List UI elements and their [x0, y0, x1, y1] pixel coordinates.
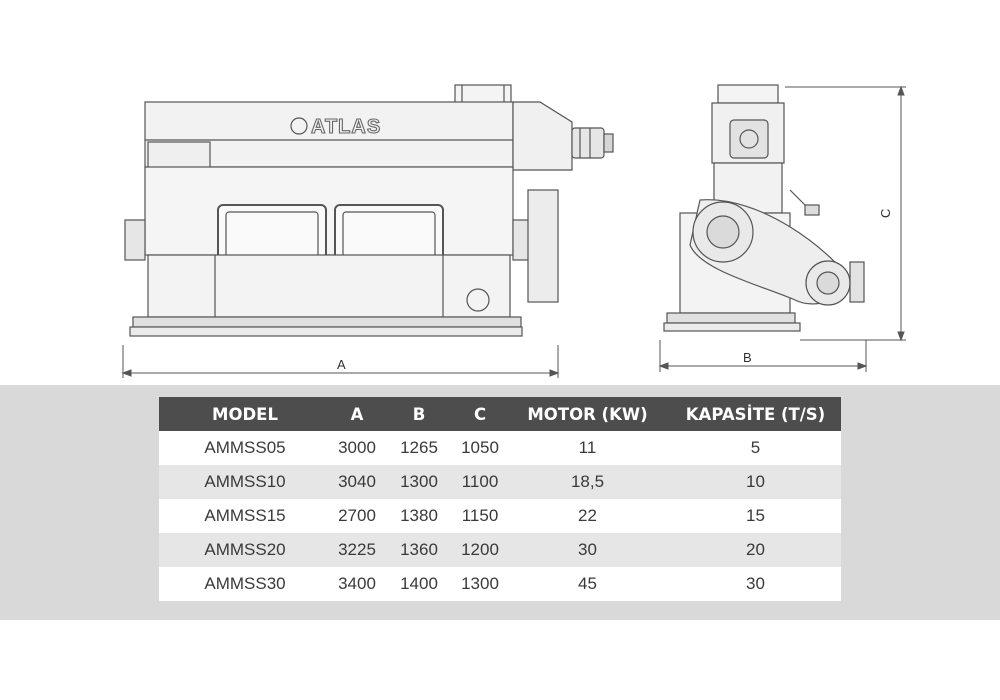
technical-drawing: ATLAS A B — [121, 84, 906, 378]
table-row: AMMSS15 2700 1380 1150 22 15 — [159, 499, 841, 533]
cell-capacity: 10 — [670, 465, 841, 499]
cell-b: 1400 — [383, 567, 455, 601]
cell-c: 1050 — [455, 431, 505, 465]
cell-a: 2700 — [331, 499, 383, 533]
table-row: AMMSS20 3225 1360 1200 30 20 — [159, 533, 841, 567]
dimension-a-label: A — [337, 357, 346, 372]
cell-b: 1265 — [383, 431, 455, 465]
side-view — [663, 84, 865, 332]
cell-motor: 22 — [505, 499, 670, 533]
cell-motor: 11 — [505, 431, 670, 465]
cell-a: 3040 — [331, 465, 383, 499]
cell-model: AMMSS10 — [159, 465, 331, 499]
cell-b: 1380 — [383, 499, 455, 533]
cell-capacity: 5 — [670, 431, 841, 465]
cell-model: AMMSS20 — [159, 533, 331, 567]
cell-c: 1150 — [455, 499, 505, 533]
dimension-b — [658, 340, 868, 372]
table-row: AMMSS30 3400 1400 1300 45 30 — [159, 567, 841, 601]
cell-model: AMMSS15 — [159, 499, 331, 533]
cell-motor: 18,5 — [505, 465, 670, 499]
cell-b: 1360 — [383, 533, 455, 567]
brand-logo-text: ATLAS — [311, 116, 381, 138]
header-c: C — [455, 397, 505, 431]
dimension-a — [121, 345, 560, 378]
cell-a: 3000 — [331, 431, 383, 465]
cell-model: AMMSS05 — [159, 431, 331, 465]
cell-c: 1300 — [455, 567, 505, 601]
table-header-row: MODEL A B C MOTOR (KW) KAPASİTE (T/S) — [159, 397, 841, 431]
dimension-c-label: C — [878, 209, 893, 218]
cell-b: 1300 — [383, 465, 455, 499]
spec-table: MODEL A B C MOTOR (KW) KAPASİTE (T/S) AM… — [159, 397, 841, 601]
table-row: AMMSS10 3040 1300 1100 18,5 10 — [159, 465, 841, 499]
header-a: A — [331, 397, 383, 431]
cell-capacity: 30 — [670, 567, 841, 601]
cell-a: 3400 — [331, 567, 383, 601]
cell-motor: 45 — [505, 567, 670, 601]
cell-a: 3225 — [331, 533, 383, 567]
cell-c: 1200 — [455, 533, 505, 567]
cell-model: AMMSS30 — [159, 567, 331, 601]
cell-c: 1100 — [455, 465, 505, 499]
dimension-b-label: B — [743, 350, 752, 365]
header-b: B — [383, 397, 455, 431]
cell-capacity: 20 — [670, 533, 841, 567]
table-row: AMMSS05 3000 1265 1050 11 5 — [159, 431, 841, 465]
cell-motor: 30 — [505, 533, 670, 567]
header-model: MODEL — [159, 397, 331, 431]
front-view — [124, 84, 614, 337]
dimension-c — [785, 85, 906, 342]
cell-capacity: 15 — [670, 499, 841, 533]
header-motor: MOTOR (KW) — [505, 397, 670, 431]
header-capacity: KAPASİTE (T/S) — [670, 397, 841, 431]
